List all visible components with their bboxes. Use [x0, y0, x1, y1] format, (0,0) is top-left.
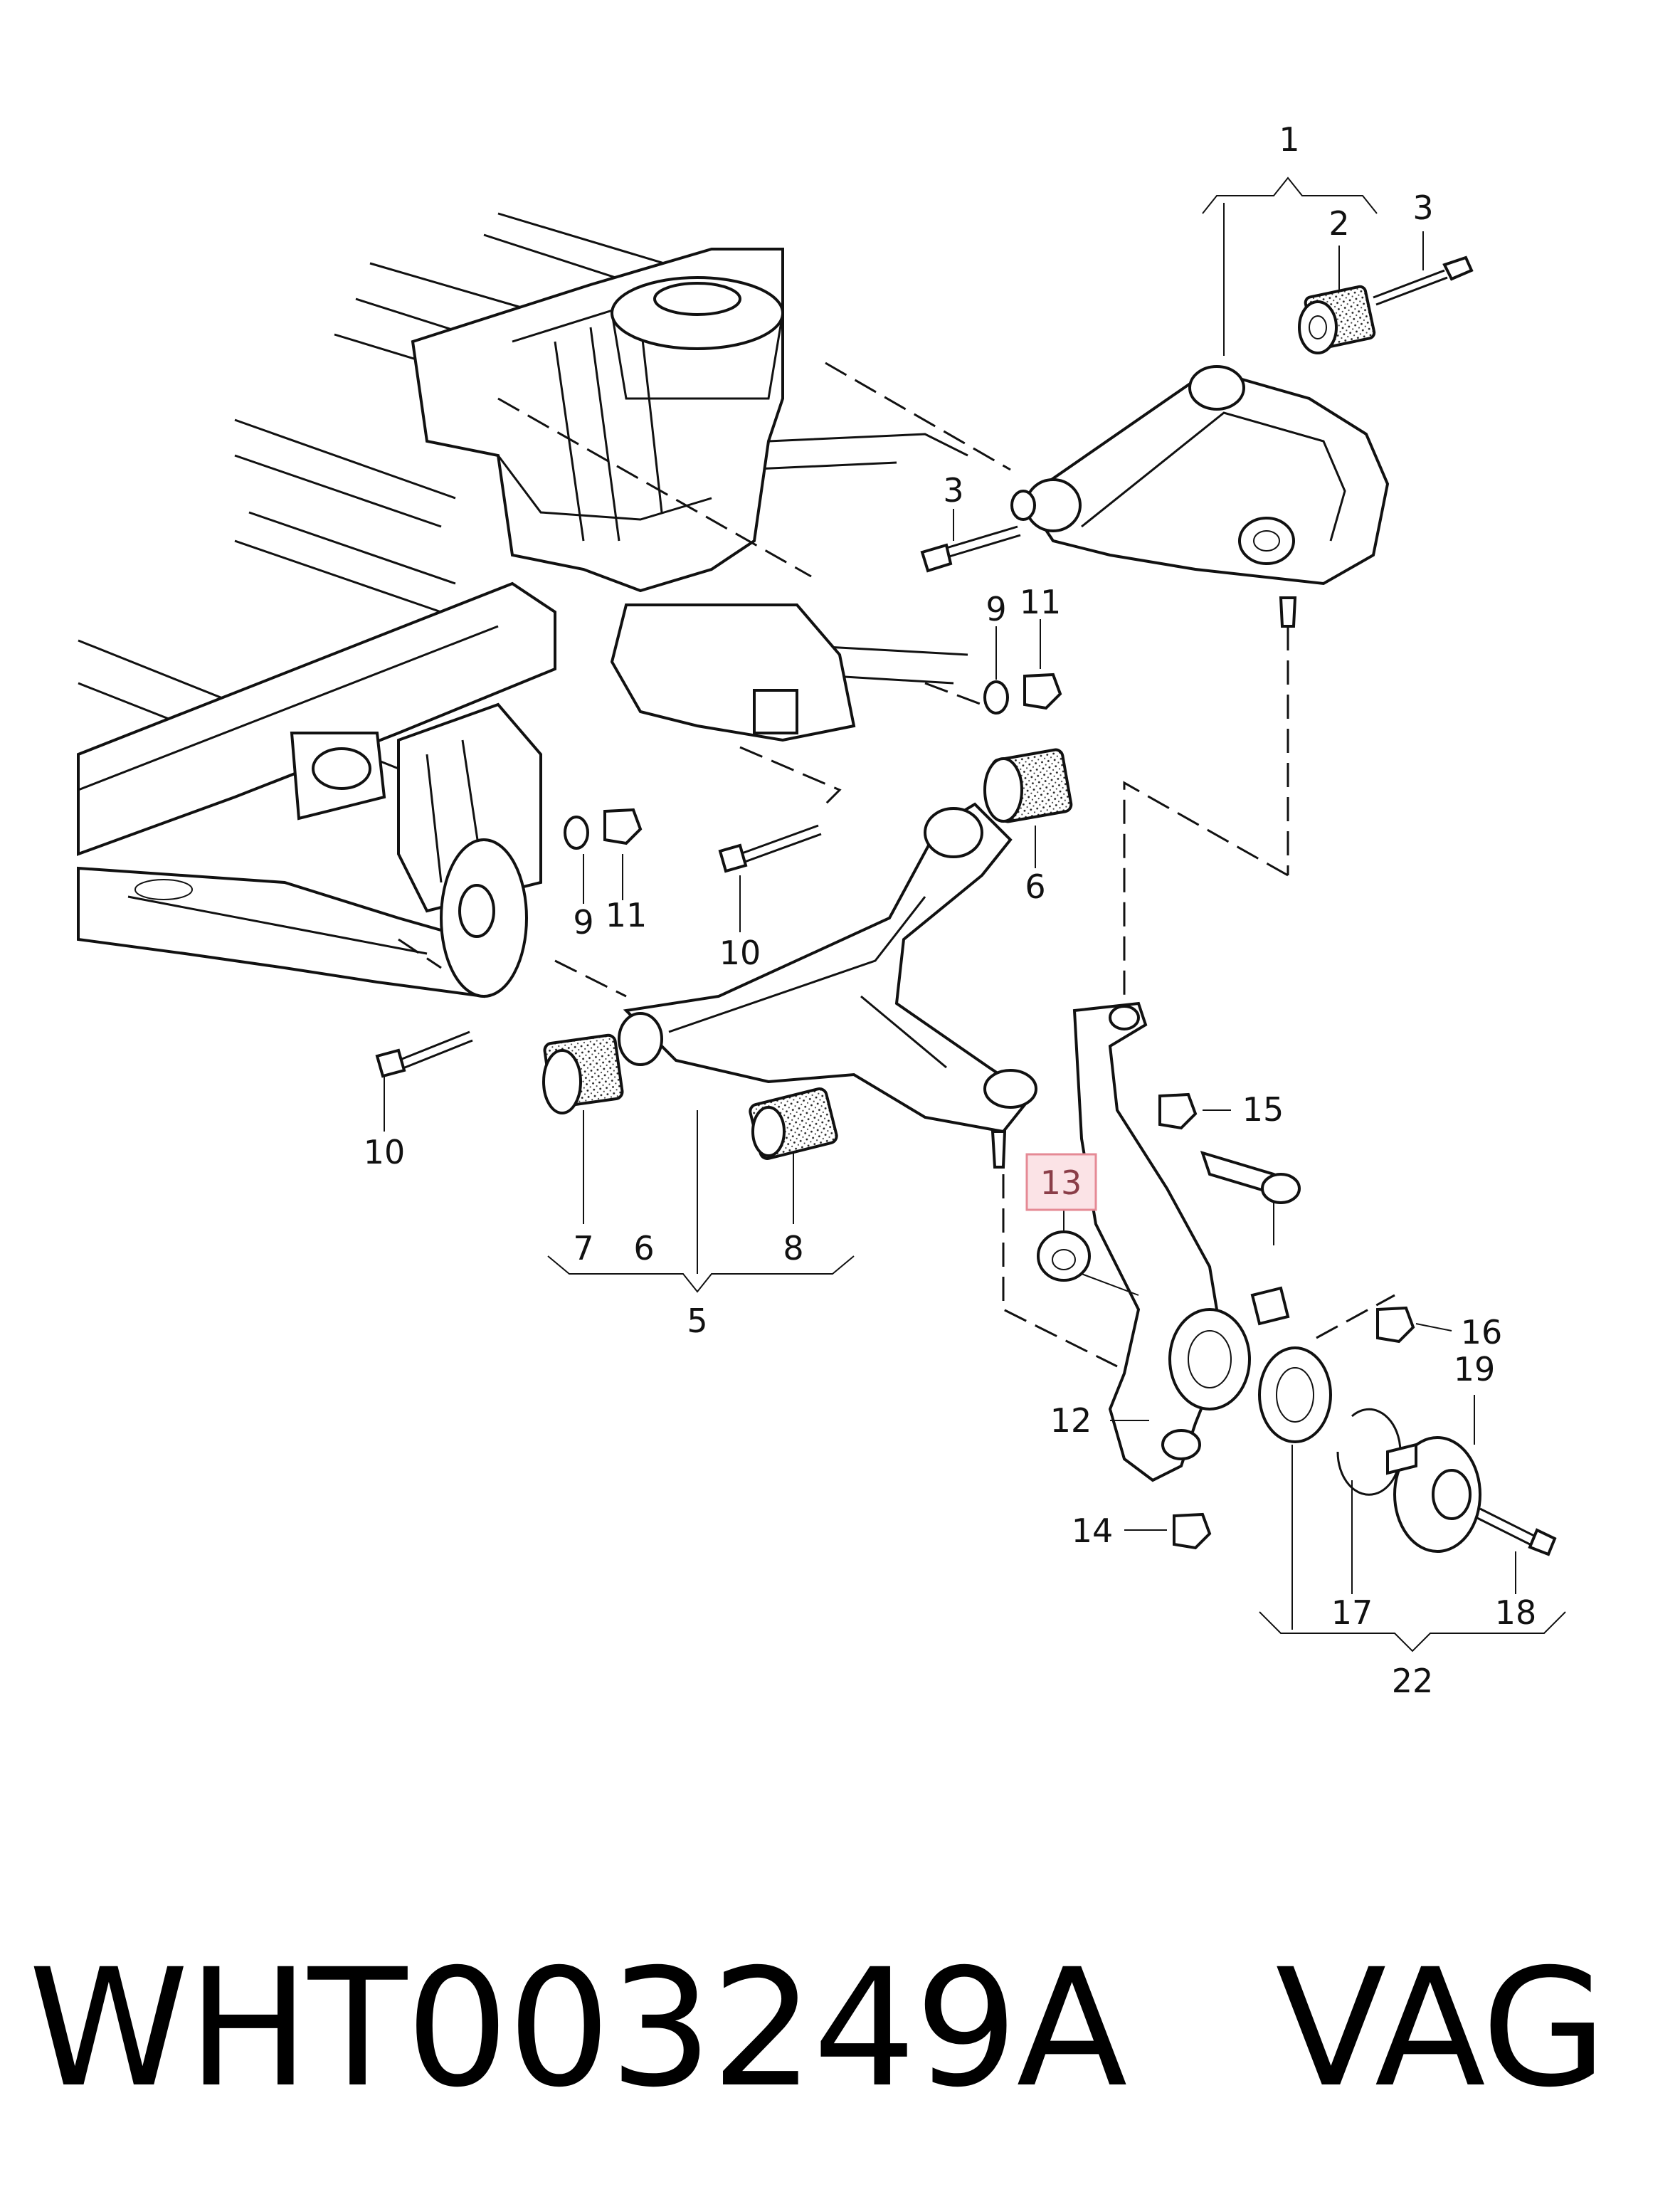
- leader-lines: [384, 176, 1566, 1652]
- callout-1: 1: [1279, 120, 1299, 159]
- parts-diagram: 1 2 3 3 9 11 6 9 11 10 15 10 13 7 6 8 5 …: [77, 120, 1566, 1700]
- callout-10: 10: [719, 934, 761, 972]
- subframe-drawing: [77, 212, 1011, 998]
- callout-22: 22: [1392, 1662, 1434, 1700]
- callout-2: 2: [1328, 204, 1349, 243]
- callout-12: 12: [1050, 1401, 1092, 1440]
- callout-5: 5: [687, 1302, 707, 1340]
- upper-control-arm: [920, 255, 1474, 996]
- part-number: WHT003249A: [28, 1934, 1127, 2123]
- callout-13-highlight: [1025, 1153, 1097, 1211]
- knuckle-hub-assembly: [1002, 1001, 1557, 1556]
- footer: WHT003249A VAG: [28, 1921, 1651, 2135]
- callout-13: 13: [1040, 1164, 1082, 1202]
- callout-3: 3: [1412, 189, 1433, 227]
- callout-11: 11: [1020, 583, 1062, 621]
- callout-3: 3: [943, 471, 963, 510]
- callout-7: 7: [573, 1229, 593, 1267]
- callout-labels: 1 2 3 3 9 11 6 9 11 10 15 10 13 7 6 8 5 …: [364, 120, 1537, 1700]
- callout-9: 9: [986, 590, 1006, 628]
- brand-name: VAG: [1275, 1934, 1607, 2123]
- callout-16: 16: [1461, 1313, 1503, 1351]
- callout-6: 6: [1025, 868, 1045, 906]
- callout-8: 8: [783, 1229, 803, 1267]
- callout-11: 11: [606, 896, 648, 934]
- callout-6: 6: [633, 1229, 654, 1267]
- callout-10: 10: [364, 1133, 406, 1171]
- callout-19: 19: [1454, 1350, 1496, 1388]
- callout-15: 15: [1242, 1090, 1284, 1129]
- callout-14: 14: [1072, 1512, 1114, 1550]
- callout-9: 9: [573, 903, 593, 942]
- lower-control-arm: [375, 748, 1073, 1169]
- callout-18: 18: [1495, 1593, 1537, 1632]
- callout-17: 17: [1331, 1593, 1373, 1632]
